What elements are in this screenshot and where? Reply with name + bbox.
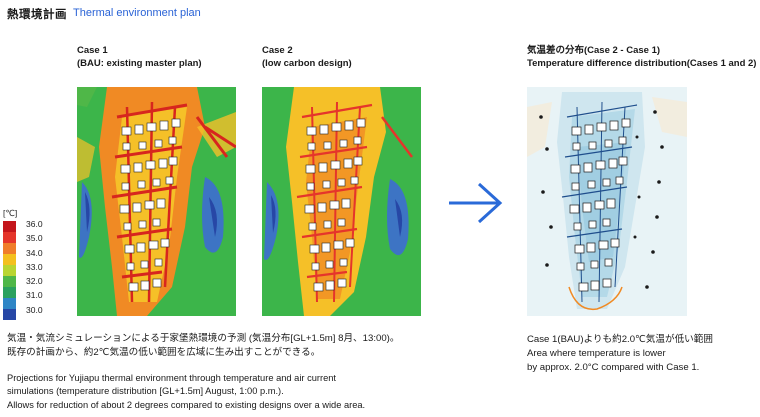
case1-temperature-map [77, 87, 236, 316]
difference-map [527, 87, 687, 316]
description-jp: 気温・気流シミュレーションによる于家堡熱環境の予測 (気温分布[GL+1.5m]… [7, 332, 399, 360]
case2-map-graphic [262, 87, 421, 316]
case1-title: Case 1 (BAU: existing master plan) [77, 44, 202, 70]
legend-colorbar-graphic [3, 221, 16, 321]
difference-note-en-line2: by approx. 2.0°C compared with Case 1. [527, 362, 700, 373]
case1-title-line2: (BAU: existing master plan) [77, 58, 202, 69]
legend-tick-30: 30.0 [26, 304, 43, 315]
legend-color-swatch [3, 265, 16, 277]
description-jp-line1: 気温・気流シミュレーションによる于家堡熱環境の予測 (気温分布[GL+1.5m]… [7, 333, 400, 344]
description-jp-line2: 既存の計画から、約2℃気温の低い範囲を広域に生み出すことができる。 [7, 347, 321, 358]
difference-note-jp: Case 1(BAU)よりも約2.0℃気温が低い範囲 [527, 334, 713, 345]
legend-tick-31: 31.0 [26, 290, 43, 301]
legend-tick-32: 32.0 [26, 276, 43, 287]
legend-colorbar [3, 221, 16, 321]
legend-color-swatch [3, 254, 16, 266]
legend-color-swatch [3, 309, 16, 321]
legend-tick-33: 33.0 [26, 261, 43, 272]
legend-color-swatch [3, 276, 16, 288]
diff-title: 気温差の分布(Case 2 - Case 1) Temperature diff… [527, 44, 756, 70]
legend-ticks: 36.0 35.0 34.0 33.0 32.0 31.0 30.0 [26, 219, 43, 319]
case2-title-line1: Case 2 [262, 45, 293, 56]
diff-title-line1: 気温差の分布(Case 2 - Case 1) [527, 45, 661, 56]
legend-tick-34: 34.0 [26, 247, 43, 258]
description-en: Projections for Yujiapu thermal environm… [7, 372, 365, 412]
legend-tick-36: 36.0 [26, 219, 43, 229]
difference-note-en-line1: Area where temperature is lower [527, 348, 666, 359]
case2-title: Case 2 (low carbon design) [262, 44, 352, 70]
description-en-line2: simulations (temperature distribution [G… [7, 386, 284, 397]
legend-tick-35: 35.0 [26, 233, 43, 244]
legend-color-swatch [3, 232, 16, 244]
diff-title-line2: Temperature difference distribution(Case… [527, 58, 757, 69]
header-title-en: Thermal environment plan [73, 7, 201, 19]
difference-notes: Case 1(BAU)よりも約2.0℃気温が低い範囲 Area where te… [527, 333, 713, 375]
case2-title-line2: (low carbon design) [262, 58, 352, 69]
description-en-line3: Allows for reduction of about 2 degrees … [7, 399, 366, 410]
description-en-line1: Projections for Yujiapu thermal environm… [7, 373, 337, 383]
case2-temperature-map [262, 87, 421, 316]
legend-color-swatch [3, 221, 16, 233]
header-title-jp: 熱環境計画 [7, 9, 67, 21]
legend-color-swatch [3, 298, 16, 310]
difference-map-graphic [527, 87, 687, 316]
legend-unit: [℃] [3, 208, 18, 218]
case1-map-graphic [77, 87, 236, 316]
legend-color-swatch [3, 287, 16, 299]
arrow-right-icon [449, 182, 503, 224]
case1-title-line1: Case 1 [77, 45, 108, 56]
legend-color-swatch [3, 243, 16, 255]
